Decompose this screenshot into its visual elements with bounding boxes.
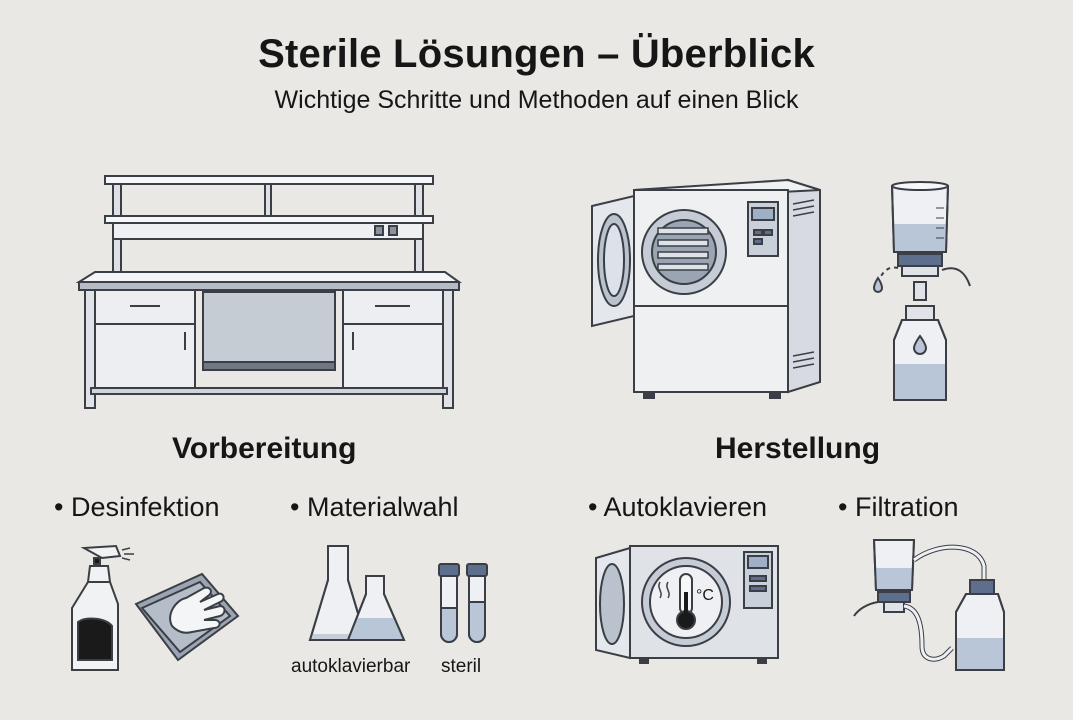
filtration-setup-icon [853,539,1005,671]
bottle-top-filter-illustration [872,181,971,401]
bullet-autoklavieren: • Autoklavieren [588,492,768,522]
spray-bottle-icon [71,544,134,671]
test-tubes-icon [438,563,488,643]
bullet-filtration: • Filtration [838,492,959,522]
celsius-label: °C [696,587,714,604]
autoclave-thermometer-icon: °C [595,545,779,664]
page-subtitle: Wichtige Schritte und Methoden auf einen… [274,86,799,114]
flasks-icon [308,545,406,641]
wiping-glove-icon [134,572,240,662]
section-title-herstellung: Herstellung [715,432,881,465]
bullet-materialwahl: • Materialwahl [290,492,459,522]
bullet-desinfektion: • Desinfektion [54,492,220,522]
section-title-vorbereitung: Vorbereitung [172,432,357,465]
caption-steril: steril [441,656,482,677]
caption-autoklavierbar: autoklavierbar [291,656,411,677]
page-title: Sterile Lösungen – Überblick [258,32,815,76]
autoclave-open-door-illustration [591,178,821,399]
lab-bench-illustration [75,175,463,409]
